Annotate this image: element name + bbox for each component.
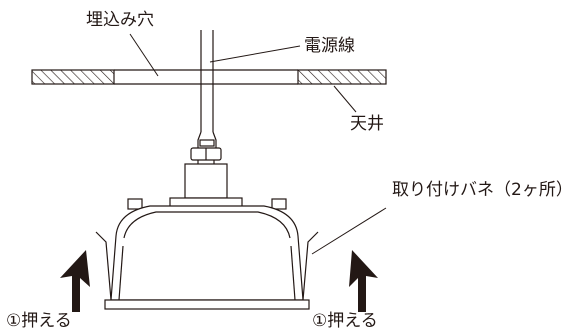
spring-left: [95, 231, 112, 301]
label-press-right: ①押える: [312, 311, 378, 331]
label-hole: 埋込み穴: [86, 10, 154, 30]
mounting-springs: [95, 231, 319, 301]
leader-lines: [129, 33, 387, 255]
ceiling-left-section: [31, 69, 115, 85]
label-cable: 電源線: [304, 36, 355, 56]
reflector-body: [104, 205, 310, 310]
label-spring: 取り付けバネ（2ヶ所）: [392, 180, 573, 200]
leader-hole: [129, 33, 159, 77]
leader-cable: [209, 45, 301, 63]
push-arrows: [60, 250, 378, 312]
leader-ceiling: [333, 85, 357, 113]
leader-spring: [311, 207, 387, 255]
label-ceiling: 天井: [350, 114, 384, 134]
connector: [190, 147, 222, 164]
push-arrow-left: [60, 250, 90, 312]
push-arrow-right: [349, 250, 378, 312]
ceiling-board: [31, 69, 387, 85]
terminal-block: [127, 163, 287, 210]
power-cable: [197, 30, 217, 150]
label-press-left: ①押える: [6, 311, 72, 331]
ceiling-right-section: [297, 69, 387, 85]
spring-right: [302, 231, 319, 301]
